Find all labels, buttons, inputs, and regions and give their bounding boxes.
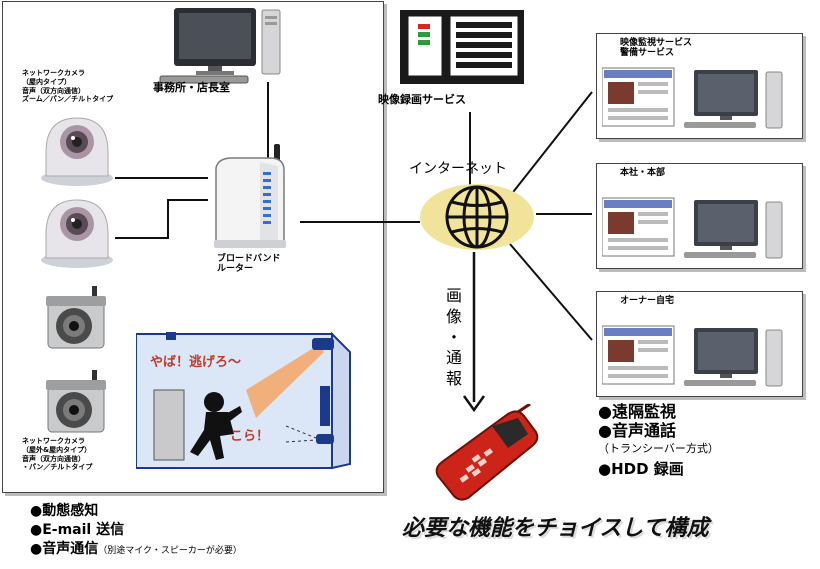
site-label-line: 映像監視サービス [620, 38, 693, 48]
feature-audio-comm-note: （別途マイク・スピーカーが必要） [98, 545, 242, 556]
feature-remote-monitoring: ●遠隔監視 [598, 402, 676, 421]
intruder-scene-illustration [136, 331, 351, 470]
camera-indoor-line: （屋内タイプ） [22, 77, 71, 86]
feature-transceiver-note: （トランシーバー方式） [598, 442, 719, 456]
camera-indoor-label: ネットワークカメラ （屋内タイプ） 音声（双方向通信） ズーム／パン／チルトタイ… [22, 69, 113, 104]
camera-outdoor-line: （屋外&屋内タイプ） [22, 445, 92, 454]
camera-outdoor-label: ネットワークカメラ （屋外&屋内タイプ） 音声（双方向通信） ・パン／チルトタイ… [22, 437, 92, 472]
feature-audio-comm-label: ●音声通信 [30, 540, 99, 557]
box-camera-icon [46, 286, 106, 349]
shout-warning: こら！ [230, 429, 270, 444]
camera-outdoor-line: ネットワークカメラ [22, 437, 85, 445]
site-computer-icon [602, 67, 783, 129]
features-left: ●動態感知 ●E-mail 送信 ●音声通信（別途マイク・スピーカーが必要） [30, 502, 242, 559]
camera2-to-router-line [115, 199, 208, 239]
features-right: ●遠隔監視 ●音声通話 （トランシーバー方式） ●HDD 録画 [598, 402, 719, 478]
site-label-owner-home: オーナー自宅 [620, 296, 675, 306]
mobile-phone-icon [435, 404, 539, 501]
recorder-server-icon [400, 10, 524, 84]
office-computer-icon [159, 8, 281, 84]
router-icon [214, 144, 286, 248]
feature-motion-detection: ●動態感知 [30, 503, 99, 519]
arrow-label-char: 画 [445, 286, 462, 305]
site-label-monitoring: 映像監視サービス 警備サービス [620, 38, 692, 59]
camera-outdoor-line: ・パン／チルトタイプ [22, 463, 93, 472]
arrow-head-icon [462, 395, 486, 413]
dome-camera-icon [41, 117, 113, 186]
arrow-label-char: 報 [445, 369, 462, 389]
feature-hdd-recording: ●HDD 録画 [598, 459, 684, 478]
arrow-label-char: ・ [445, 327, 462, 347]
camera-indoor-line: 音声（双方向通信） [22, 86, 85, 95]
dome-camera-icon [41, 199, 113, 268]
site-computer-icon [602, 197, 783, 259]
arrow-label-char: 像 [445, 306, 462, 326]
recorder-label: 映像録画サービス [378, 93, 466, 106]
camera-outdoor-line: 音声（双方向通信） [22, 454, 85, 463]
feature-voice-call: ●音声通話 [598, 421, 676, 441]
shout-intruder: やば！逃げろ～ [150, 355, 242, 370]
site-computer-icon [602, 325, 783, 387]
feature-audio-comm: ●音声通信（別途マイク・スピーカーが必要） [30, 540, 242, 559]
internet-globe-icon [420, 184, 534, 250]
internet-label: インターネット [409, 161, 507, 177]
office-label: 事務所・店長室 [153, 81, 230, 94]
arrow-label: 画 像 ・ 通 報 [444, 286, 464, 390]
box-camera-icon [46, 370, 106, 433]
camera-indoor-line: ズーム／パン／チルトタイプ [22, 95, 114, 104]
tagline: 必要な機能をチョイスして構成 [402, 516, 709, 541]
arrow-label-char: 通 [445, 348, 462, 368]
internet-to-monitoring-line [509, 91, 593, 197]
site-label-headquarters: 本社・本部 [620, 168, 666, 178]
site-label-line: 警備サービス [620, 48, 675, 59]
camera-indoor-line: ネットワークカメラ [22, 69, 85, 77]
router-label: ブロードバンド ルーター [217, 254, 281, 275]
internet-to-owner-line [509, 243, 593, 341]
feature-email-send: ●E-mail 送信 [30, 521, 125, 538]
